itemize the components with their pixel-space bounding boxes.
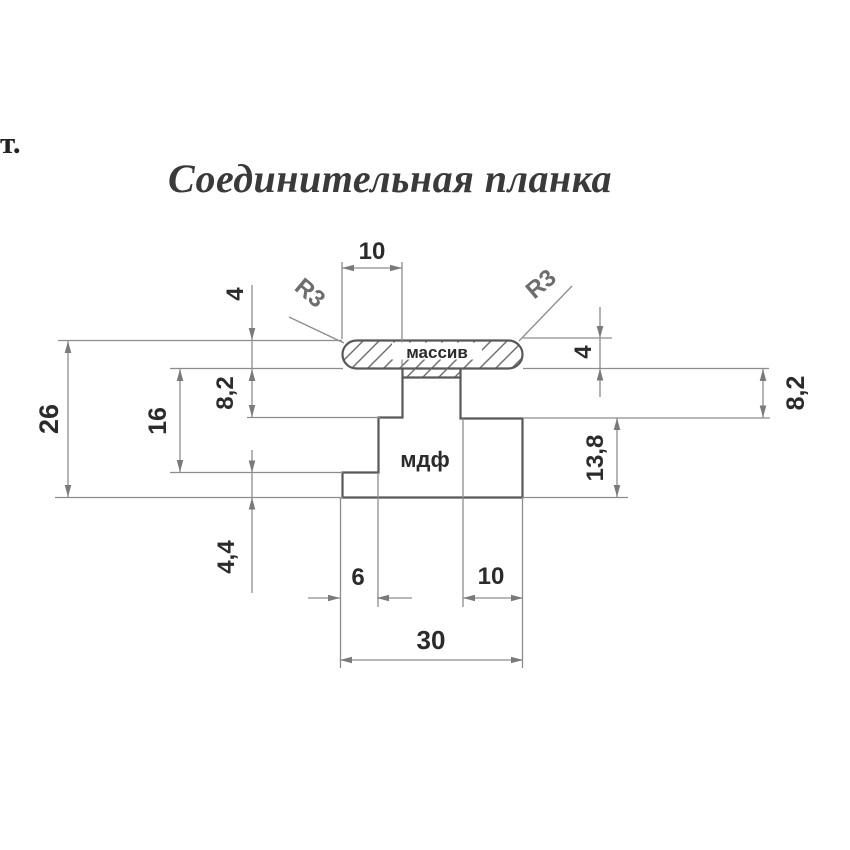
arrowhead-up-11 [613, 418, 621, 430]
cap-tongue-fill [402, 368, 461, 378]
dim-text-4-left: 4 [222, 287, 249, 301]
arrowhead-right-16 [390, 264, 402, 272]
leader-r3-right [518, 285, 573, 342]
arrowhead-down-7 [596, 326, 604, 338]
arrowhead-up-8 [596, 368, 604, 381]
arrowhead-right-17 [328, 594, 340, 602]
dim-text-26: 26 [34, 404, 64, 434]
arrowhead-left-18 [377, 594, 389, 602]
leader-r3-left [288, 316, 345, 344]
dimension-arrows [64, 264, 767, 664]
extension-and-dimension-lines [55, 262, 770, 668]
arrowhead-up-4 [248, 369, 256, 381]
arrowhead-left-21 [340, 656, 352, 664]
dim-text-8-2-right: 8,2 [782, 376, 810, 411]
dim-text-10-bottom: 10 [478, 563, 505, 590]
dim-text-13-8: 13,8 [582, 435, 609, 482]
body-outline-mdf [341, 377, 524, 499]
arrowhead-right-20 [511, 594, 523, 602]
dim-text-16: 16 [144, 407, 172, 435]
dim-text-4-right: 4 [570, 345, 597, 359]
dim-text-4-4: 4,4 [213, 540, 240, 574]
corner-cropped-text: т. [0, 125, 21, 160]
dim-text-6: 6 [351, 564, 364, 591]
dim-text-r3-left: R3 [289, 273, 330, 313]
dim-text-30: 30 [417, 625, 446, 655]
arrowhead-up-9 [759, 369, 767, 381]
drawing-title: Соединительная планка [168, 156, 612, 201]
arrowhead-down-3 [176, 460, 184, 472]
label-massiv: массив [406, 343, 468, 362]
arrowhead-down-13 [248, 460, 256, 473]
label-mdf: мдф [400, 447, 450, 472]
dim-text-10-top: 10 [359, 238, 386, 265]
dim-text-r3-right: R3 [521, 264, 562, 304]
arrowhead-down-12 [613, 485, 621, 497]
arrowhead-up-0 [64, 341, 72, 353]
dim-text-8-2-left: 8,2 [212, 376, 239, 409]
leader-lines [288, 285, 573, 344]
arrowhead-up-14 [248, 497, 256, 510]
cap-tongue-outline [401, 368, 462, 379]
arrowhead-left-19 [463, 594, 475, 602]
arrowhead-left-15 [342, 264, 354, 272]
arrowhead-right-22 [511, 656, 523, 664]
arrowhead-down-6 [248, 328, 256, 340]
arrowhead-down-10 [759, 405, 767, 418]
profile-cap-massiv [341, 339, 524, 499]
label-backing-0 [392, 342, 482, 360]
arrowhead-down-5 [248, 405, 256, 417]
arrowhead-down-1 [64, 485, 72, 497]
arrowhead-up-2 [176, 369, 184, 381]
